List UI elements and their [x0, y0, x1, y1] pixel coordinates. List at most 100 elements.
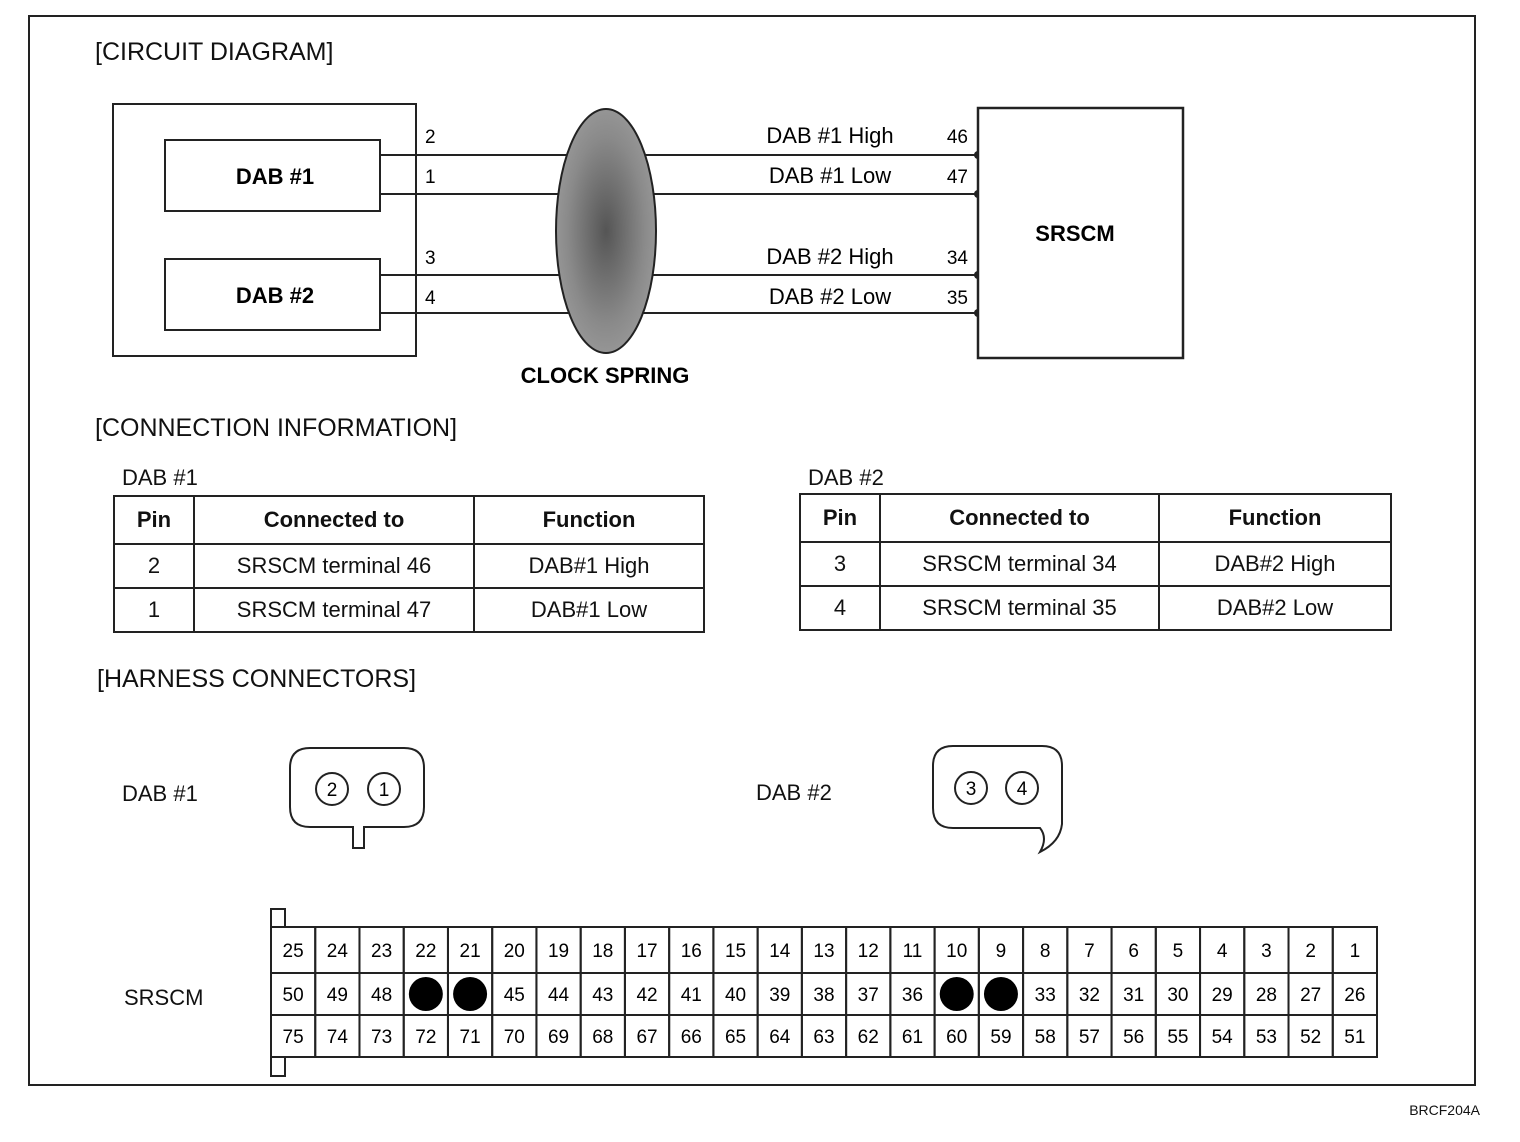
dab1-connection-table: Pin Connected to Function 2 SRSCM termin…: [113, 495, 705, 633]
clock-spring: [555, 108, 657, 354]
connector-pin-number: 2: [327, 780, 338, 801]
dab2-connector-housing: [932, 745, 1063, 855]
srscm-pin-number: 71: [460, 1027, 481, 1048]
signal-label: DAB #2 High: [766, 244, 893, 269]
srscm-pin-number: 27: [1300, 985, 1321, 1006]
connector-latch-top: [270, 908, 286, 928]
srscm-pin-number: 26: [1344, 985, 1365, 1006]
connected-to-cell: SRSCM terminal 35: [879, 585, 1160, 631]
connected-to-cell: SRSCM terminal 34: [879, 541, 1160, 587]
srscm-pin-number: 31: [1123, 985, 1144, 1006]
dab2-connector-label: DAB #2: [756, 780, 832, 805]
srscm-used-pin-marker: [983, 977, 1018, 1011]
srscm-pin-number: 53: [1256, 1027, 1277, 1048]
srscm-pin-number: 4: [1217, 941, 1228, 962]
connector-pin-circle: [315, 772, 349, 806]
srscm-used-pin-marker: [408, 977, 443, 1011]
srscm-pin-number: 1: [1350, 941, 1361, 962]
function-column-header: Function: [1158, 493, 1392, 543]
srscm-terminal-label: 46: [947, 127, 968, 148]
srscm-pin-number: 33: [1035, 985, 1056, 1006]
connected-to-cell: SRSCM terminal 47: [193, 587, 475, 633]
signal-label: DAB #1 Low: [769, 163, 891, 188]
srscm-pin-number: 10: [946, 941, 967, 962]
srscm-pin-number: 69: [548, 1027, 569, 1048]
table-row: 2 SRSCM terminal 46 DAB#1 High: [113, 543, 705, 589]
connected-to-column-header: Connected to: [193, 495, 475, 545]
srscm-terminal-label: 47: [947, 167, 968, 188]
figure-id: BRCF204A: [1409, 1102, 1480, 1118]
srscm-pin-number: 16: [681, 941, 702, 962]
connector-pin-number: 1: [379, 780, 390, 801]
left-pin-label: 1: [425, 167, 436, 188]
signal-label: DAB #1 High: [766, 123, 893, 148]
srscm-pin-number: 30: [1167, 985, 1188, 1006]
srscm-pin-number: 29: [1212, 985, 1233, 1006]
srscm-pin-number: 75: [283, 1027, 304, 1048]
table-row: 1 SRSCM terminal 47 DAB#1 Low: [113, 587, 705, 633]
srscm-pin-number: 45: [504, 985, 525, 1006]
srscm-pin-number: 63: [813, 1027, 834, 1048]
srscm-pin-number: 50: [283, 985, 304, 1006]
connector-pin-circle: [954, 771, 988, 805]
clock-spring-label: CLOCK SPRING: [521, 363, 690, 388]
srscm-pin-number: 6: [1128, 941, 1139, 962]
srscm-pin-number: 37: [858, 985, 879, 1006]
table-row: 3 SRSCM terminal 34 DAB#2 High: [799, 541, 1392, 587]
dab2-module-box: [164, 258, 381, 331]
connection-information-heading: [CONNECTION INFORMATION]: [95, 414, 458, 442]
srscm-connector-label: SRSCM: [124, 985, 204, 1010]
table-header-row: Pin Connected to Function: [113, 495, 705, 545]
srscm-pin-number: 55: [1167, 1027, 1188, 1048]
srscm-pin-number: 15: [725, 941, 746, 962]
srscm-pin-number: 17: [636, 941, 657, 962]
pin-column-header: Pin: [113, 495, 195, 545]
srscm-pin-number: 23: [371, 941, 392, 962]
dab-connector-drawings: 2 1 3 4: [289, 745, 1063, 855]
function-column-header: Function: [473, 495, 705, 545]
dab1-table-title: DAB #1: [122, 465, 198, 490]
srscm-pin-number: 5: [1173, 941, 1184, 962]
connector-pin-number: 4: [1017, 779, 1028, 800]
dab1-connector-label: DAB #1: [122, 781, 198, 806]
circuit-diagram: DAB #1 DAB #2 CLOCK SPRING 2 1 3 4 DAB #…: [112, 103, 1185, 388]
srscm-terminal-label: 35: [947, 288, 968, 309]
harness-connectors-heading: [HARNESS CONNECTORS]: [97, 665, 417, 693]
srscm-pin-number: 67: [636, 1027, 657, 1048]
table-row: 4 SRSCM terminal 35 DAB#2 Low: [799, 585, 1392, 631]
dab2-module-label: DAB #2: [236, 283, 314, 308]
srscm-pin-number: 8: [1040, 941, 1051, 962]
srscm-pin-number: 49: [327, 985, 348, 1006]
srscm-pin-number: 73: [371, 1027, 392, 1048]
srscm-pin-number: 70: [504, 1027, 525, 1048]
srscm-pin-number: 39: [769, 985, 790, 1006]
srscm-pin-number: 43: [592, 985, 613, 1006]
pin-cell: 1: [113, 587, 195, 633]
left-pin-label: 4: [425, 288, 436, 309]
srscm-pin-number: 66: [681, 1027, 702, 1048]
srscm-pin-number: 57: [1079, 1027, 1100, 1048]
srscm-used-pin-marker: [939, 977, 974, 1011]
srscm-label: SRSCM: [1035, 221, 1114, 246]
page-frame: [28, 15, 1476, 1086]
function-cell: DAB#2 Low: [1158, 585, 1392, 631]
pin-cell: 2: [113, 543, 195, 589]
srscm-pin-number: 14: [769, 941, 791, 962]
srscm-pin-number: 48: [371, 985, 392, 1006]
srscm-pin-number: 61: [902, 1027, 923, 1048]
connector-pin-circle: [1005, 771, 1039, 805]
srscm-pin-number: 60: [946, 1027, 967, 1048]
srscm-pin-number: 9: [996, 941, 1007, 962]
dab2-table-title: DAB #2: [808, 465, 884, 490]
srscm-pin-number: 74: [327, 1027, 349, 1048]
srscm-pin-number: 28: [1256, 985, 1277, 1006]
dab2-connection-table: Pin Connected to Function 3 SRSCM termin…: [799, 493, 1392, 631]
srscm-pin-number: 65: [725, 1027, 746, 1048]
srscm-pin-number: 52: [1300, 1027, 1321, 1048]
srscm-pin-number: 7: [1084, 941, 1095, 962]
srscm-pin-number: 41: [681, 985, 702, 1006]
connector-pin-circle: [367, 772, 401, 806]
dab1-connector-housing: [289, 747, 425, 849]
srscm-pin-number: 24: [327, 941, 349, 962]
srscm-pin-number: 20: [504, 941, 525, 962]
